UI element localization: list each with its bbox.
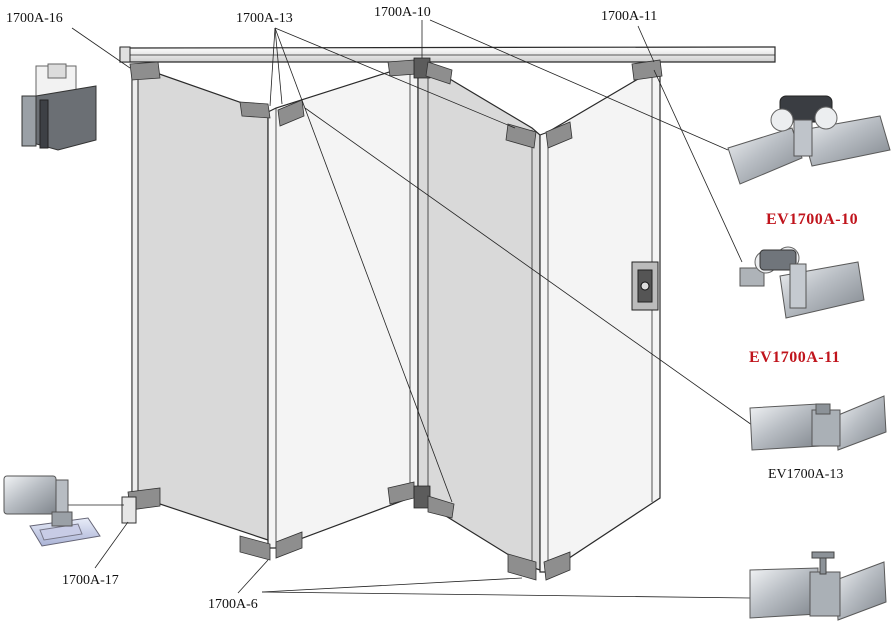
part-labels: 1700A-16 1700A-13 1700A-10 1700A-11 1700…	[6, 5, 657, 612]
thumb-ev1700a-13	[749, 395, 887, 451]
thumb-bottom-hinge	[749, 551, 887, 621]
top-track-rail	[119, 46, 776, 63]
thumb-ev1700a-10	[727, 95, 891, 185]
product-labels: EV1700A-10 EV1700A-11 EV1700A-13	[749, 211, 858, 482]
thumb-ev1700a-11	[739, 246, 865, 319]
label-ev1700a-13: EV1700A-13	[768, 467, 843, 482]
label-1700a-17: 1700A-17	[62, 573, 119, 588]
label-ev1700a-11: EV1700A-11	[749, 349, 840, 366]
thumb-1700a-16	[21, 63, 97, 151]
label-1700a-11: 1700A-11	[601, 9, 657, 24]
label-1700a-16: 1700A-16	[6, 11, 63, 26]
label-ev1700a-10: EV1700A-10	[766, 211, 858, 228]
leader-lines	[62, 19, 753, 599]
panel-fittings	[121, 57, 663, 581]
glass-panel-2	[267, 65, 419, 549]
label-1700a-6: 1700A-6	[208, 597, 258, 612]
label-1700a-13: 1700A-13	[236, 11, 293, 26]
door-lock	[631, 261, 659, 311]
glass-panel-4	[539, 71, 661, 573]
glass-panel-1	[131, 69, 269, 541]
label-1700a-10: 1700A-10	[374, 5, 431, 20]
thumb-1700a-17	[3, 475, 101, 547]
